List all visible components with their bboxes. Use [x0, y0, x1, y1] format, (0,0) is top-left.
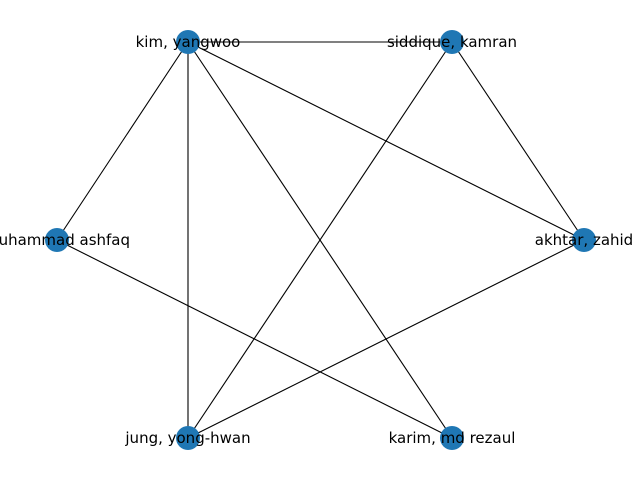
- nodes-layer: [45, 30, 596, 450]
- node-kim[interactable]: [176, 30, 200, 54]
- edge-siddique-jung: [187, 41, 453, 439]
- edge-akhtar-jung: [187, 239, 585, 439]
- node-label-akhtar: akhtar, zahid: [535, 231, 633, 249]
- edge-ashfaq-karim: [56, 239, 453, 439]
- node-jung[interactable]: [176, 426, 200, 450]
- labels-layer: kim, yangwoo siddique, kamran muhammad ash…: [0, 33, 633, 447]
- node-label-siddique: siddique, kamran: [387, 33, 517, 51]
- edge-kim-ashfaq: [56, 41, 189, 241]
- node-label-jung: jung, yong-hwan: [124, 429, 250, 447]
- node-karim[interactable]: [440, 426, 464, 450]
- node-label-kim: kim, yangwoo: [136, 33, 241, 51]
- edge-siddique-akhtar: [451, 41, 585, 241]
- node-ashfaq[interactable]: [45, 228, 69, 252]
- node-akhtar[interactable]: [572, 228, 596, 252]
- node-label-karim: karim, md rezaul: [389, 429, 516, 447]
- node-siddique[interactable]: [440, 30, 464, 54]
- node-label-ashfaq: muhammad ashfaq: [0, 231, 130, 249]
- edges-layer: [56, 41, 585, 439]
